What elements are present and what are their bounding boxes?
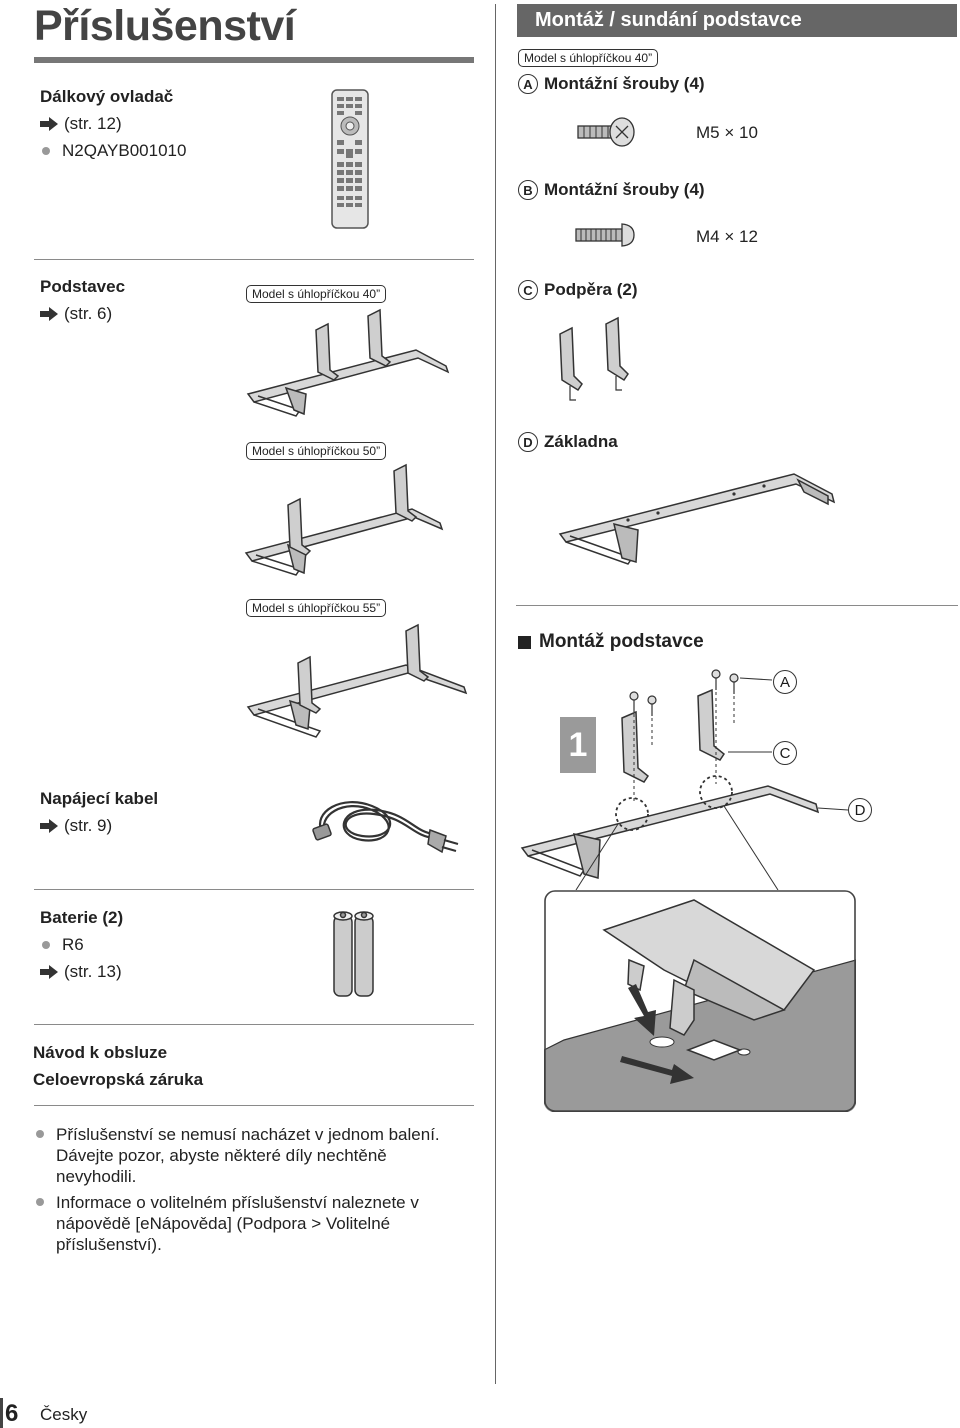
callout-d: D	[848, 798, 872, 822]
cable-ref-text: (str. 9)	[64, 816, 113, 835]
brackets-illustration	[559, 316, 629, 401]
model-tag-50: Model s úhlopříčkou 50”	[246, 442, 387, 460]
batteries-type-text: R6	[62, 935, 84, 954]
stand-50-illustration	[244, 463, 444, 576]
footer-edge-bar	[0, 1398, 3, 1428]
column-divider	[495, 4, 496, 1384]
stand-40-illustration	[246, 308, 450, 417]
divider	[34, 259, 474, 260]
callout-a: A	[773, 670, 797, 694]
stand-ref[interactable]: (str. 6)	[40, 304, 112, 324]
footer-language: Česky	[40, 1405, 88, 1424]
note-1-text: Příslušenství se nemusí nacházet v jedno…	[56, 1125, 440, 1186]
part-a: A Montážní šrouby (4)	[518, 74, 705, 94]
bullet-icon	[42, 147, 50, 155]
note-2: Informace o volitelném příslušenství nal…	[36, 1192, 456, 1255]
part-a-spec: M5 × 10	[696, 123, 758, 142]
divider	[516, 605, 958, 606]
arrow-right-icon	[40, 819, 58, 833]
remote-code: N2QAYB001010	[42, 141, 186, 161]
callout-c: C	[773, 741, 797, 765]
note-1: Příslušenství se nemusí nacházet v jedno…	[36, 1124, 456, 1187]
cable-label: Napájecí kabel	[40, 789, 159, 808]
part-d-label: Základna	[544, 432, 618, 451]
batteries-ref-text: (str. 13)	[64, 962, 122, 981]
model-tag-40-right: Model s úhlopříčkou 40”	[518, 49, 659, 67]
assembly-heading: Montáž podstavce	[518, 631, 704, 653]
power-cable-illustration	[312, 801, 459, 854]
divider	[34, 1105, 474, 1106]
batteries-type: R6	[42, 935, 84, 955]
screw-m5-icon	[577, 117, 635, 147]
batteries-illustration	[333, 911, 374, 997]
title-underline	[34, 57, 474, 63]
remote-ref-text: (str. 12)	[64, 114, 122, 133]
bullet-icon	[42, 941, 50, 949]
bullet-icon	[36, 1198, 44, 1206]
part-a-letter: A	[518, 74, 538, 94]
base-illustration	[558, 473, 836, 565]
part-c-letter: C	[518, 280, 538, 300]
batteries-label: Baterie (2)	[40, 908, 124, 927]
batteries-ref[interactable]: (str. 13)	[40, 962, 122, 982]
square-bullet-icon	[518, 635, 531, 649]
step-number: 1	[560, 717, 596, 773]
divider	[34, 1024, 474, 1025]
assembly-illustration	[520, 669, 849, 891]
bullet-icon	[36, 1130, 44, 1138]
model-tag-40: Model s úhlopříčkou 40”	[246, 285, 387, 303]
stand-55-illustration	[246, 623, 468, 738]
part-a-label: Montážní šrouby (4)	[544, 74, 705, 93]
cable-ref[interactable]: (str. 9)	[40, 816, 112, 836]
remote-ref[interactable]: (str. 12)	[40, 114, 122, 134]
part-c-label: Podpěra (2)	[544, 280, 638, 299]
arrow-right-icon	[40, 965, 58, 979]
part-c: C Podpěra (2)	[518, 280, 638, 300]
detail-inset-illustration	[544, 890, 856, 1112]
arrow-right-icon	[40, 307, 58, 321]
part-b-label: Montážní šrouby (4)	[544, 180, 705, 199]
remote-code-text: N2QAYB001010	[62, 141, 187, 160]
part-b-spec: M4 × 12	[696, 227, 758, 246]
note-2-text: Informace o volitelném příslušenství nal…	[56, 1193, 419, 1254]
part-b: B Montážní šrouby (4)	[518, 180, 705, 200]
screw-m4-icon	[575, 223, 635, 247]
section-banner: Montáž / sundání podstavce	[517, 4, 957, 37]
manual-line-1: Návod k obsluze	[33, 1043, 168, 1062]
part-d: D Základna	[518, 432, 618, 452]
stand-ref-text: (str. 6)	[64, 304, 113, 323]
page-number: 6	[5, 1400, 19, 1427]
part-b-letter: B	[518, 180, 538, 200]
remote-label: Dálkový ovladač	[40, 87, 174, 106]
remote-control-illustration	[331, 89, 369, 229]
arrow-right-icon	[40, 117, 58, 131]
model-tag-55: Model s úhlopříčkou 55”	[246, 599, 387, 617]
manual-line-2: Celoevropská záruka	[33, 1070, 204, 1089]
divider	[34, 889, 474, 890]
stand-label: Podstavec	[40, 277, 126, 296]
page-title: Příslušenství	[34, 2, 296, 50]
assembly-heading-text: Montáž podstavce	[539, 631, 704, 652]
part-d-letter: D	[518, 432, 538, 452]
